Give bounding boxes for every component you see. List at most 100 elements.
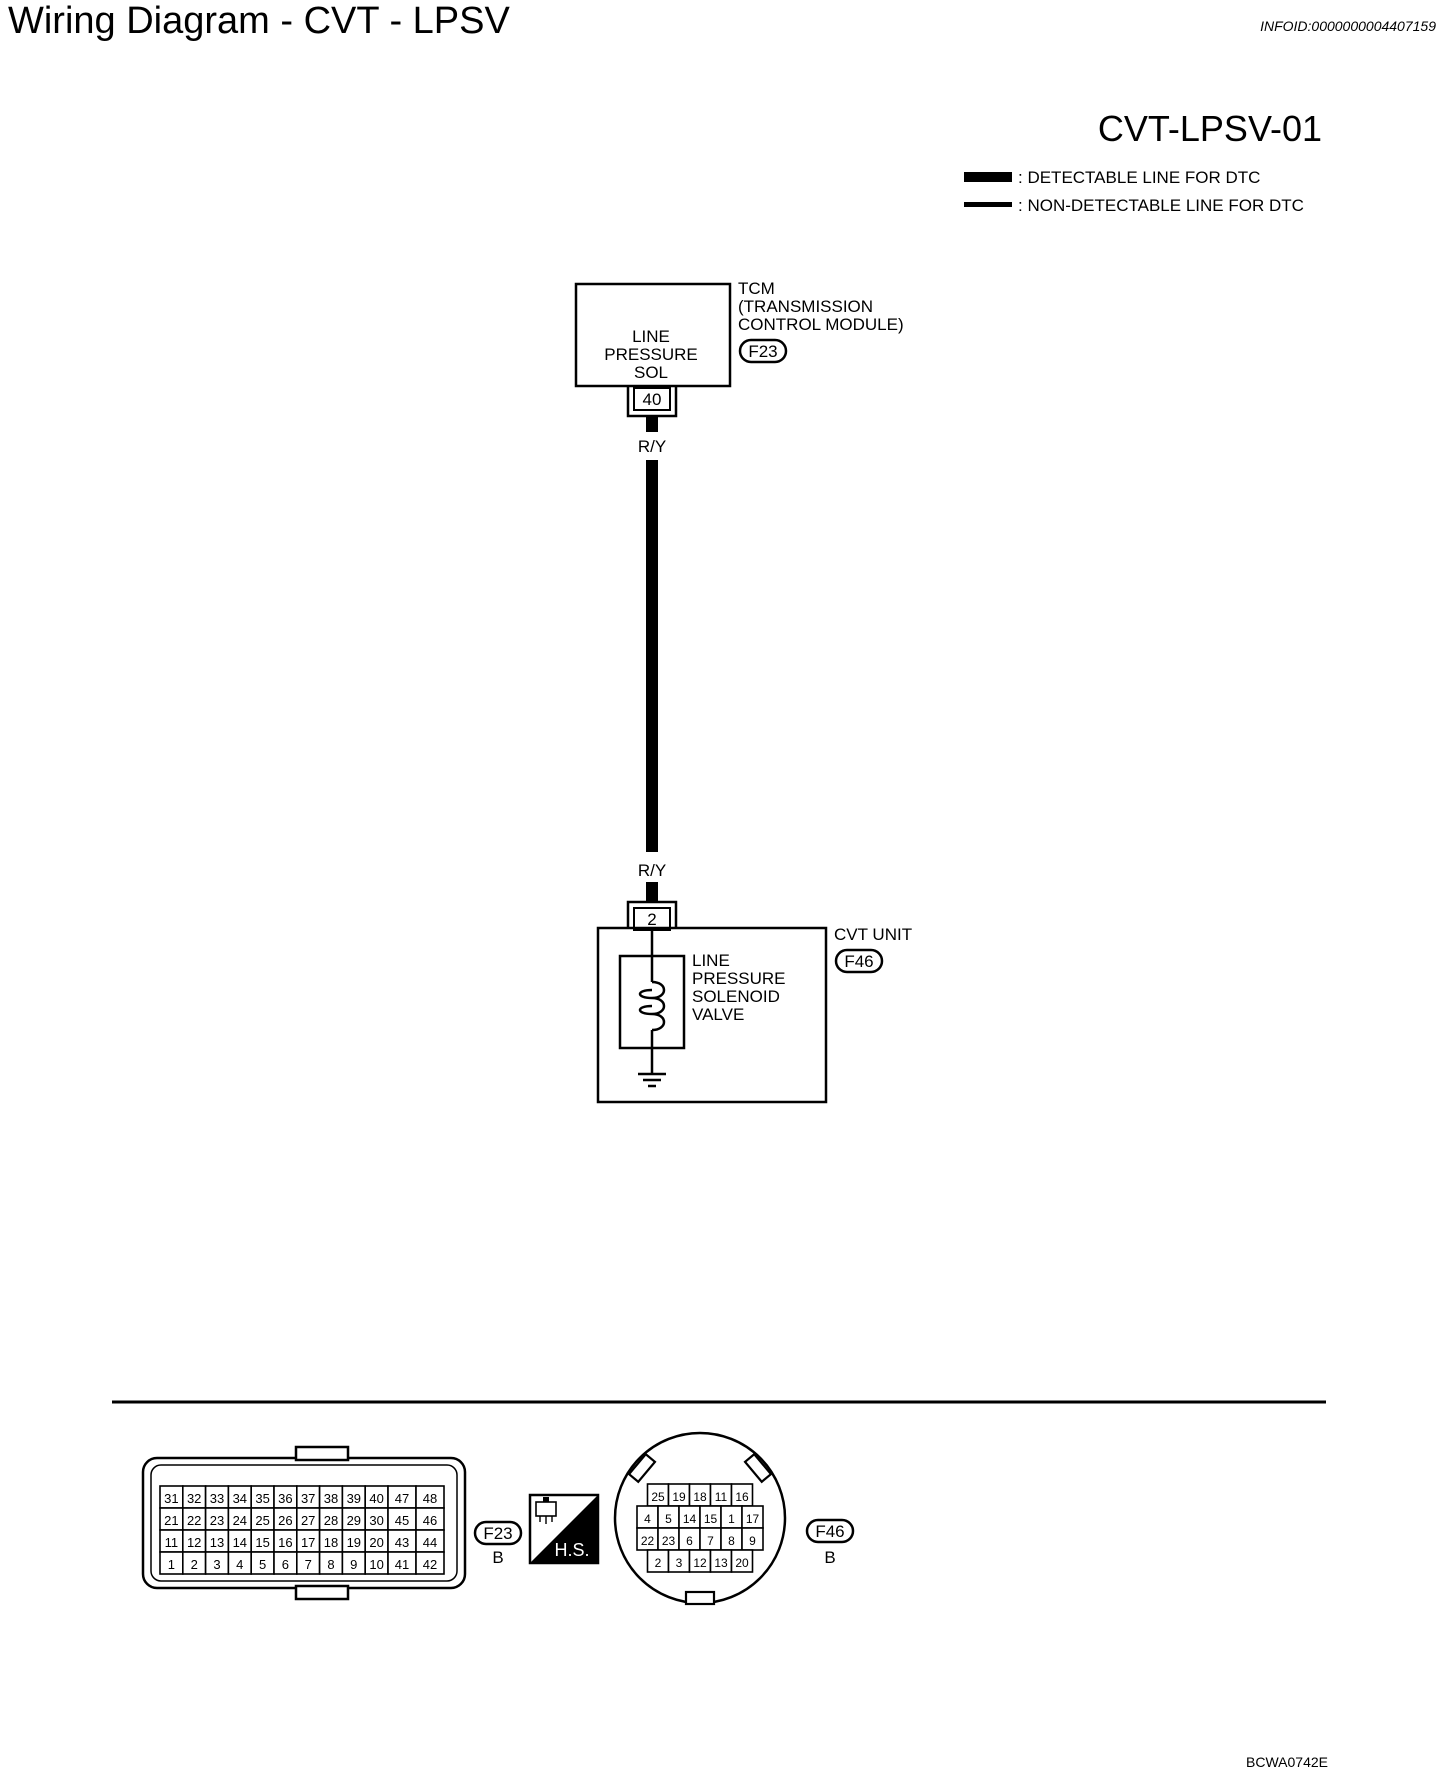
hs-label: H.S. — [554, 1540, 589, 1560]
f23-shell-inner — [150, 1464, 458, 1582]
cvt-unit-label: CVT UNIT — [834, 925, 912, 944]
f46-pin-label: 11 — [715, 1490, 728, 1504]
f23-pin-label: 42 — [423, 1557, 437, 1572]
cvt-unit-box — [596, 926, 828, 1104]
f23-connector-color: B — [492, 1548, 503, 1567]
connector-plug-icon — [535, 1497, 557, 1524]
legend: : DETECTABLE LINE FOR DTC : NON-DETECTAB… — [964, 168, 1304, 215]
cvt-pin-connector: 2 — [626, 900, 678, 931]
wire-color-top: R/Y — [638, 437, 666, 456]
f46-pin-cell — [730, 1549, 754, 1573]
f23-pin-label: 30 — [369, 1513, 383, 1528]
f23-pin-label: 14 — [233, 1535, 247, 1550]
cvt-internal-line-4: VALVE — [692, 1005, 744, 1024]
f23-pin-label: 35 — [255, 1491, 269, 1506]
f46-connector-id: F46 — [815, 1522, 844, 1541]
f23-pin-label: 46 — [423, 1513, 437, 1528]
f23-pin-label: 24 — [233, 1513, 247, 1528]
f23-pin-label: 38 — [324, 1491, 338, 1506]
f46-pin-label: 9 — [749, 1534, 756, 1548]
wire-stub-top — [646, 416, 658, 432]
f46-pin-label: 19 — [672, 1490, 686, 1504]
tcm-connector-badge — [738, 338, 788, 364]
cvt-unit: CVT UNIT F46 LINE PRESSURE SOLENOID VALV… — [596, 925, 912, 1104]
f23-pin-label: 7 — [305, 1557, 312, 1572]
f23-pin-label: 40 — [369, 1491, 383, 1506]
f23-pin-label: 26 — [278, 1513, 292, 1528]
f23-pin-label: 37 — [301, 1491, 315, 1506]
f46-pin-label: 18 — [693, 1490, 707, 1504]
tcm-internal-line-3: SOL — [634, 363, 668, 382]
f46-key-left — [627, 1452, 657, 1484]
f46-pin-label: 20 — [735, 1556, 749, 1570]
legend-detectable-swatch — [964, 172, 1012, 182]
legend-non-detectable-swatch — [964, 202, 1012, 207]
f46-pin-label: 4 — [644, 1512, 651, 1526]
f23-pin-label: 22 — [187, 1513, 201, 1528]
f46-pin-label: 2 — [655, 1556, 662, 1570]
tcm-box — [574, 282, 732, 388]
f23-pin-label: 5 — [259, 1557, 266, 1572]
f46-pin-label: 6 — [686, 1534, 693, 1548]
f23-pin-label: 41 — [395, 1557, 409, 1572]
f46-pin-label: 8 — [728, 1534, 735, 1548]
f23-pin-cell — [415, 1551, 445, 1575]
f46-connector-color: B — [824, 1548, 835, 1567]
tcm-label-line-3: CONTROL MODULE) — [738, 315, 904, 334]
f23-pin-label: 3 — [213, 1557, 220, 1572]
f23-pin-label: 25 — [255, 1513, 269, 1528]
ground-icon — [638, 1072, 666, 1088]
f23-pin-label: 36 — [278, 1491, 292, 1506]
f46-pin-label: 16 — [735, 1490, 749, 1504]
f23-pin-label: 16 — [278, 1535, 292, 1550]
f23-pin-label: 15 — [255, 1535, 269, 1550]
f46-pin-label: 17 — [746, 1512, 760, 1526]
f23-connector-badge — [473, 1520, 523, 1546]
f23-pin-label: 20 — [369, 1535, 383, 1550]
f46-key-bottom — [684, 1590, 716, 1606]
hs-diagonal-fill — [530, 1495, 598, 1563]
cvt-connector-badge — [834, 948, 884, 974]
f46-pin-label: 14 — [683, 1512, 697, 1526]
f23-pin-label: 43 — [395, 1535, 409, 1550]
diagram-id: CVT-LPSV-01 — [1098, 108, 1322, 149]
f23-pin-label: 12 — [187, 1535, 201, 1550]
f23-pin-label: 23 — [210, 1513, 224, 1528]
f46-pin-label: 23 — [662, 1534, 676, 1548]
tcm-pin-connector: 40 — [626, 386, 678, 418]
f23-pin-label: 32 — [187, 1491, 201, 1506]
tcm-internal-line-2: PRESSURE — [604, 345, 698, 364]
f23-pin-label: 6 — [282, 1557, 289, 1572]
tcm-connector-id: F23 — [748, 342, 777, 361]
f23-pin-label: 21 — [164, 1513, 178, 1528]
wire-stub-bottom — [646, 882, 658, 902]
f23-pin-label: 28 — [324, 1513, 338, 1528]
f23-connector-id: F23 — [483, 1524, 512, 1543]
f46-key-right — [743, 1452, 773, 1484]
info-id: INFOID:0000000004407159 — [1260, 18, 1436, 34]
f23-pin-label: 17 — [301, 1535, 315, 1550]
f46-pin-label: 5 — [665, 1512, 672, 1526]
f23-pin-label: 34 — [233, 1491, 247, 1506]
cvt-internal-line-1: LINE — [692, 951, 730, 970]
harness-side-badge: H.S. — [528, 1493, 600, 1565]
f23-latch-top — [294, 1445, 350, 1462]
f23-pin-label: 29 — [347, 1513, 361, 1528]
wire-r-y: R/Y R/Y — [638, 416, 666, 902]
f46-pin-label: 13 — [714, 1556, 728, 1570]
wire-segment — [646, 460, 658, 852]
f23-pin-label: 48 — [423, 1491, 437, 1506]
f23-pin-label: 2 — [191, 1557, 198, 1572]
f46-pin-label: 22 — [641, 1534, 655, 1548]
f46-pin-label: 7 — [707, 1534, 714, 1548]
f46-pin-label: 1 — [728, 1512, 735, 1526]
f23-pin-label: 27 — [301, 1513, 315, 1528]
f23-pin-label: 9 — [350, 1557, 357, 1572]
cvt-internal-line-3: SOLENOID — [692, 987, 780, 1006]
tcm-pin-number: 40 — [643, 390, 662, 409]
f23-pin-label: 11 — [165, 1535, 179, 1550]
f23-pin-label: 19 — [347, 1535, 361, 1550]
